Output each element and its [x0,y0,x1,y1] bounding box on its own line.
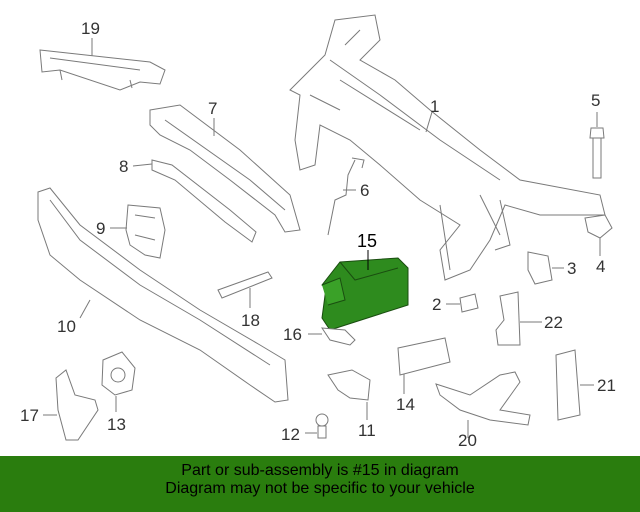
callout-9: 9 [96,219,106,238]
part-14-block[interactable] [397,337,451,376]
banner-line-2: Diagram may not be specific to your vehi… [165,480,475,497]
part-9-bracket[interactable] [125,204,166,259]
callout-2: 2 [432,295,442,314]
callout-1: 1 [430,97,440,116]
leader-10 [79,299,91,319]
callout-21: 21 [597,376,616,395]
part-18-strip[interactable] [217,271,273,299]
part-12-bolt[interactable] [315,413,329,439]
part-21-block[interactable] [555,349,581,421]
callout-3: 3 [567,259,577,278]
banner-line-1: Part or sub-assembly is #15 in diagram [181,462,459,479]
callout-12: 12 [281,425,300,444]
callout-20: 20 [458,431,477,450]
callout-13: 13 [107,415,126,434]
info-banner: Part or sub-assembly is #15 in diagram D… [0,456,640,512]
callout-14: 14 [396,395,415,414]
part-4-mount[interactable] [584,214,613,239]
callout-10: 10 [57,317,76,336]
part-20-crossmember[interactable] [435,371,531,426]
leader-8 [132,163,153,167]
part-17-bracket[interactable] [55,369,99,441]
part-3-bracket[interactable] [527,251,553,285]
callout-19: 19 [81,19,100,38]
part-10-bumper-beam[interactable] [37,187,289,403]
part-8-strip[interactable] [151,159,257,243]
part-7-bar[interactable] [149,104,301,233]
callout-16: 16 [283,325,302,344]
part-11-bracket[interactable] [327,369,371,401]
callout-4: 4 [596,257,606,276]
part-5-bolt[interactable] [589,127,605,179]
part-19-bracket[interactable] [39,49,166,91]
callout-15: 15 [357,231,378,251]
callout-5: 5 [591,91,601,110]
parts-diagram [37,14,613,441]
callout-18: 18 [241,311,260,330]
part-1-radiator-support[interactable] [289,14,606,281]
part-6-wire[interactable] [327,157,365,236]
callout-7: 7 [208,99,218,118]
part-2-clip[interactable] [459,293,479,313]
callout-22: 22 [544,313,563,332]
part-22-bracket[interactable] [495,291,521,346]
leader-1 [425,111,433,133]
part-15-module[interactable] [321,257,409,331]
callout-17: 17 [20,406,39,425]
part-13-bracket[interactable] [101,351,136,396]
callout-6: 6 [360,181,370,200]
callout-8: 8 [119,157,129,176]
part-16-bracket[interactable] [321,327,356,346]
callout-11: 11 [358,421,376,440]
